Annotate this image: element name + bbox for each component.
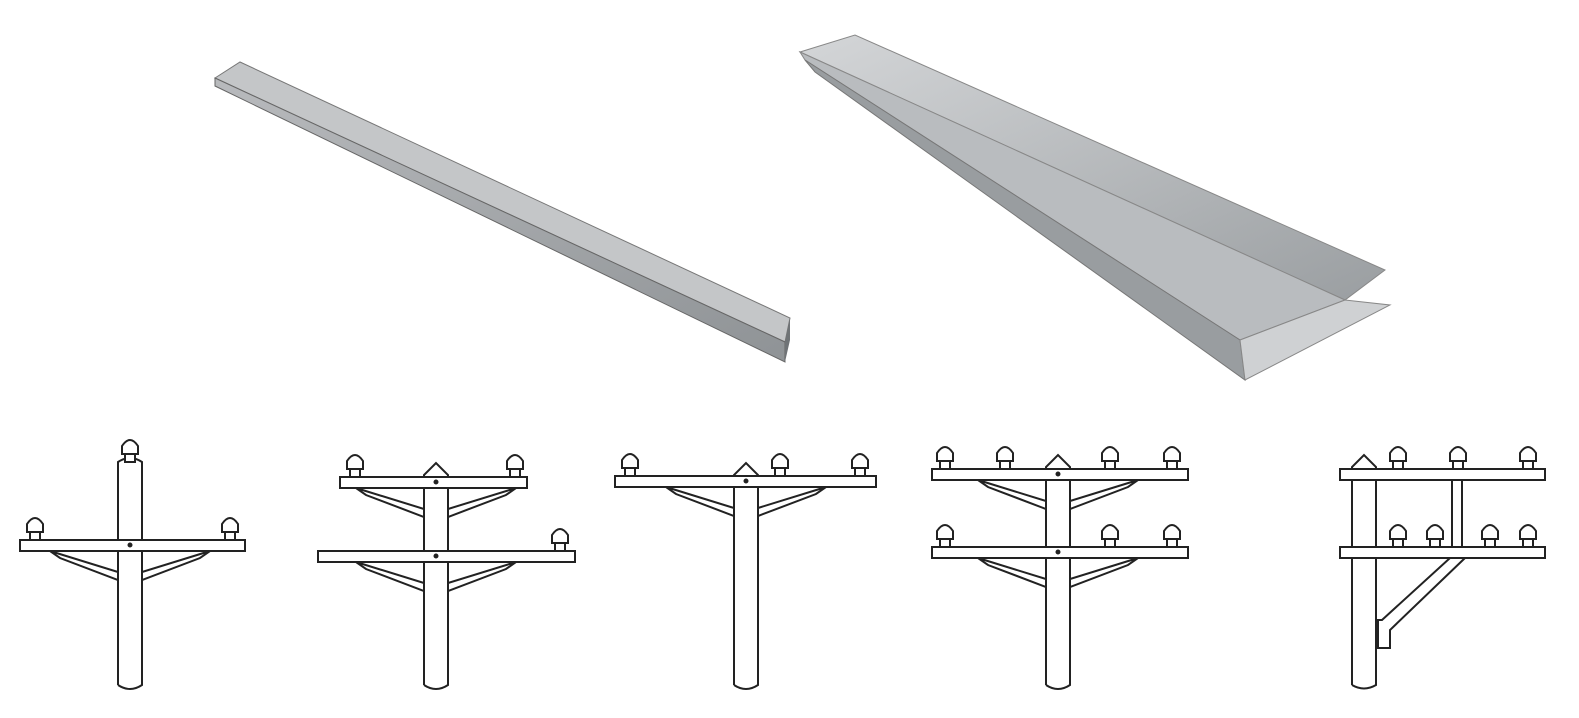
insulator-icon xyxy=(509,468,521,478)
insulator-icon xyxy=(551,528,569,544)
angle-steel-bar xyxy=(213,61,791,363)
insulator-icon xyxy=(1163,446,1181,462)
pole xyxy=(1045,453,1071,690)
pole-double-crossarm-offset xyxy=(317,454,576,690)
insulator-icon xyxy=(1392,460,1404,470)
insulator-icon xyxy=(1452,460,1464,470)
insulator-icon xyxy=(1481,524,1499,540)
insulator-icon xyxy=(1392,538,1404,548)
insulator-icon xyxy=(29,531,41,541)
crossarm-brace xyxy=(977,479,1047,511)
insulator-icon xyxy=(1522,460,1534,470)
crossarm-brace xyxy=(447,561,517,593)
crossarm-brace xyxy=(447,487,517,519)
insulator-icon xyxy=(554,542,566,552)
insulator-icon xyxy=(1519,524,1537,540)
bolt xyxy=(1055,549,1061,555)
vertical-brace xyxy=(1451,479,1463,548)
insulator-icon xyxy=(1429,538,1441,548)
bolt xyxy=(433,479,439,485)
crossarm xyxy=(339,476,528,489)
crossarm xyxy=(317,550,576,563)
crossarm xyxy=(1339,546,1546,559)
bolt xyxy=(433,553,439,559)
insulator-icon xyxy=(939,538,951,548)
insulator-icon xyxy=(771,453,789,469)
insulator-icon xyxy=(621,453,639,469)
insulator-icon xyxy=(506,454,524,470)
insulator-icon xyxy=(1163,524,1181,540)
insulator-icon xyxy=(1166,538,1178,548)
crossarm-brace xyxy=(355,487,425,519)
insulator-icon xyxy=(939,460,951,470)
crossarm-brace xyxy=(665,486,735,518)
insulator-icon xyxy=(851,453,869,469)
insulator-icon xyxy=(1519,446,1537,462)
insulator-icon xyxy=(936,524,954,540)
channel-steel-bar xyxy=(798,34,1392,382)
insulator-icon xyxy=(999,460,1011,470)
insulator-icon xyxy=(1166,460,1178,470)
crossarm-brace xyxy=(757,486,827,518)
insulator-icon xyxy=(996,446,1014,462)
pole xyxy=(733,461,759,690)
insulator-icon xyxy=(1101,446,1119,462)
crossarm-brace xyxy=(49,550,119,582)
pole-single-crossarm xyxy=(19,439,246,690)
insulator-icon xyxy=(1101,524,1119,540)
insulator-icon xyxy=(1484,538,1496,548)
insulator-icon xyxy=(349,468,361,478)
bolt xyxy=(1055,471,1061,477)
pole-single-crossarm-wide xyxy=(614,453,877,690)
insulator-icon xyxy=(224,531,236,541)
insulator-icon xyxy=(124,453,136,463)
insulator-icon xyxy=(121,439,139,455)
crossarm-brace xyxy=(355,561,425,593)
crossarm-brace xyxy=(1069,479,1139,511)
bolt xyxy=(743,478,749,484)
insulator-icon xyxy=(1426,524,1444,540)
crossarm xyxy=(19,539,246,552)
bolt xyxy=(127,542,133,548)
crossarm-brace xyxy=(141,550,211,582)
diagonal-brace xyxy=(1377,557,1468,649)
insulator-icon xyxy=(624,467,636,477)
insulator-icon xyxy=(1522,538,1534,548)
pole-double-crossarm xyxy=(931,446,1189,690)
insulator-icon xyxy=(26,517,44,533)
insulator-icon xyxy=(1104,460,1116,470)
insulator-icon xyxy=(854,467,866,477)
pole xyxy=(117,457,143,690)
insulator-icon xyxy=(774,467,786,477)
insulator-icon xyxy=(1104,538,1116,548)
insulator-icon xyxy=(221,517,239,533)
pole xyxy=(1351,453,1377,690)
crossarm-brace xyxy=(1069,557,1139,589)
insulator-icon xyxy=(1389,446,1407,462)
pole-side-crossarm-braced xyxy=(1339,446,1546,690)
insulator-icon xyxy=(1389,524,1407,540)
insulator-icon xyxy=(936,446,954,462)
pole xyxy=(423,461,449,690)
crossarm xyxy=(1339,468,1546,481)
insulator-icon xyxy=(346,454,364,470)
insulator-icon xyxy=(1449,446,1467,462)
crossarm-brace xyxy=(977,557,1047,589)
